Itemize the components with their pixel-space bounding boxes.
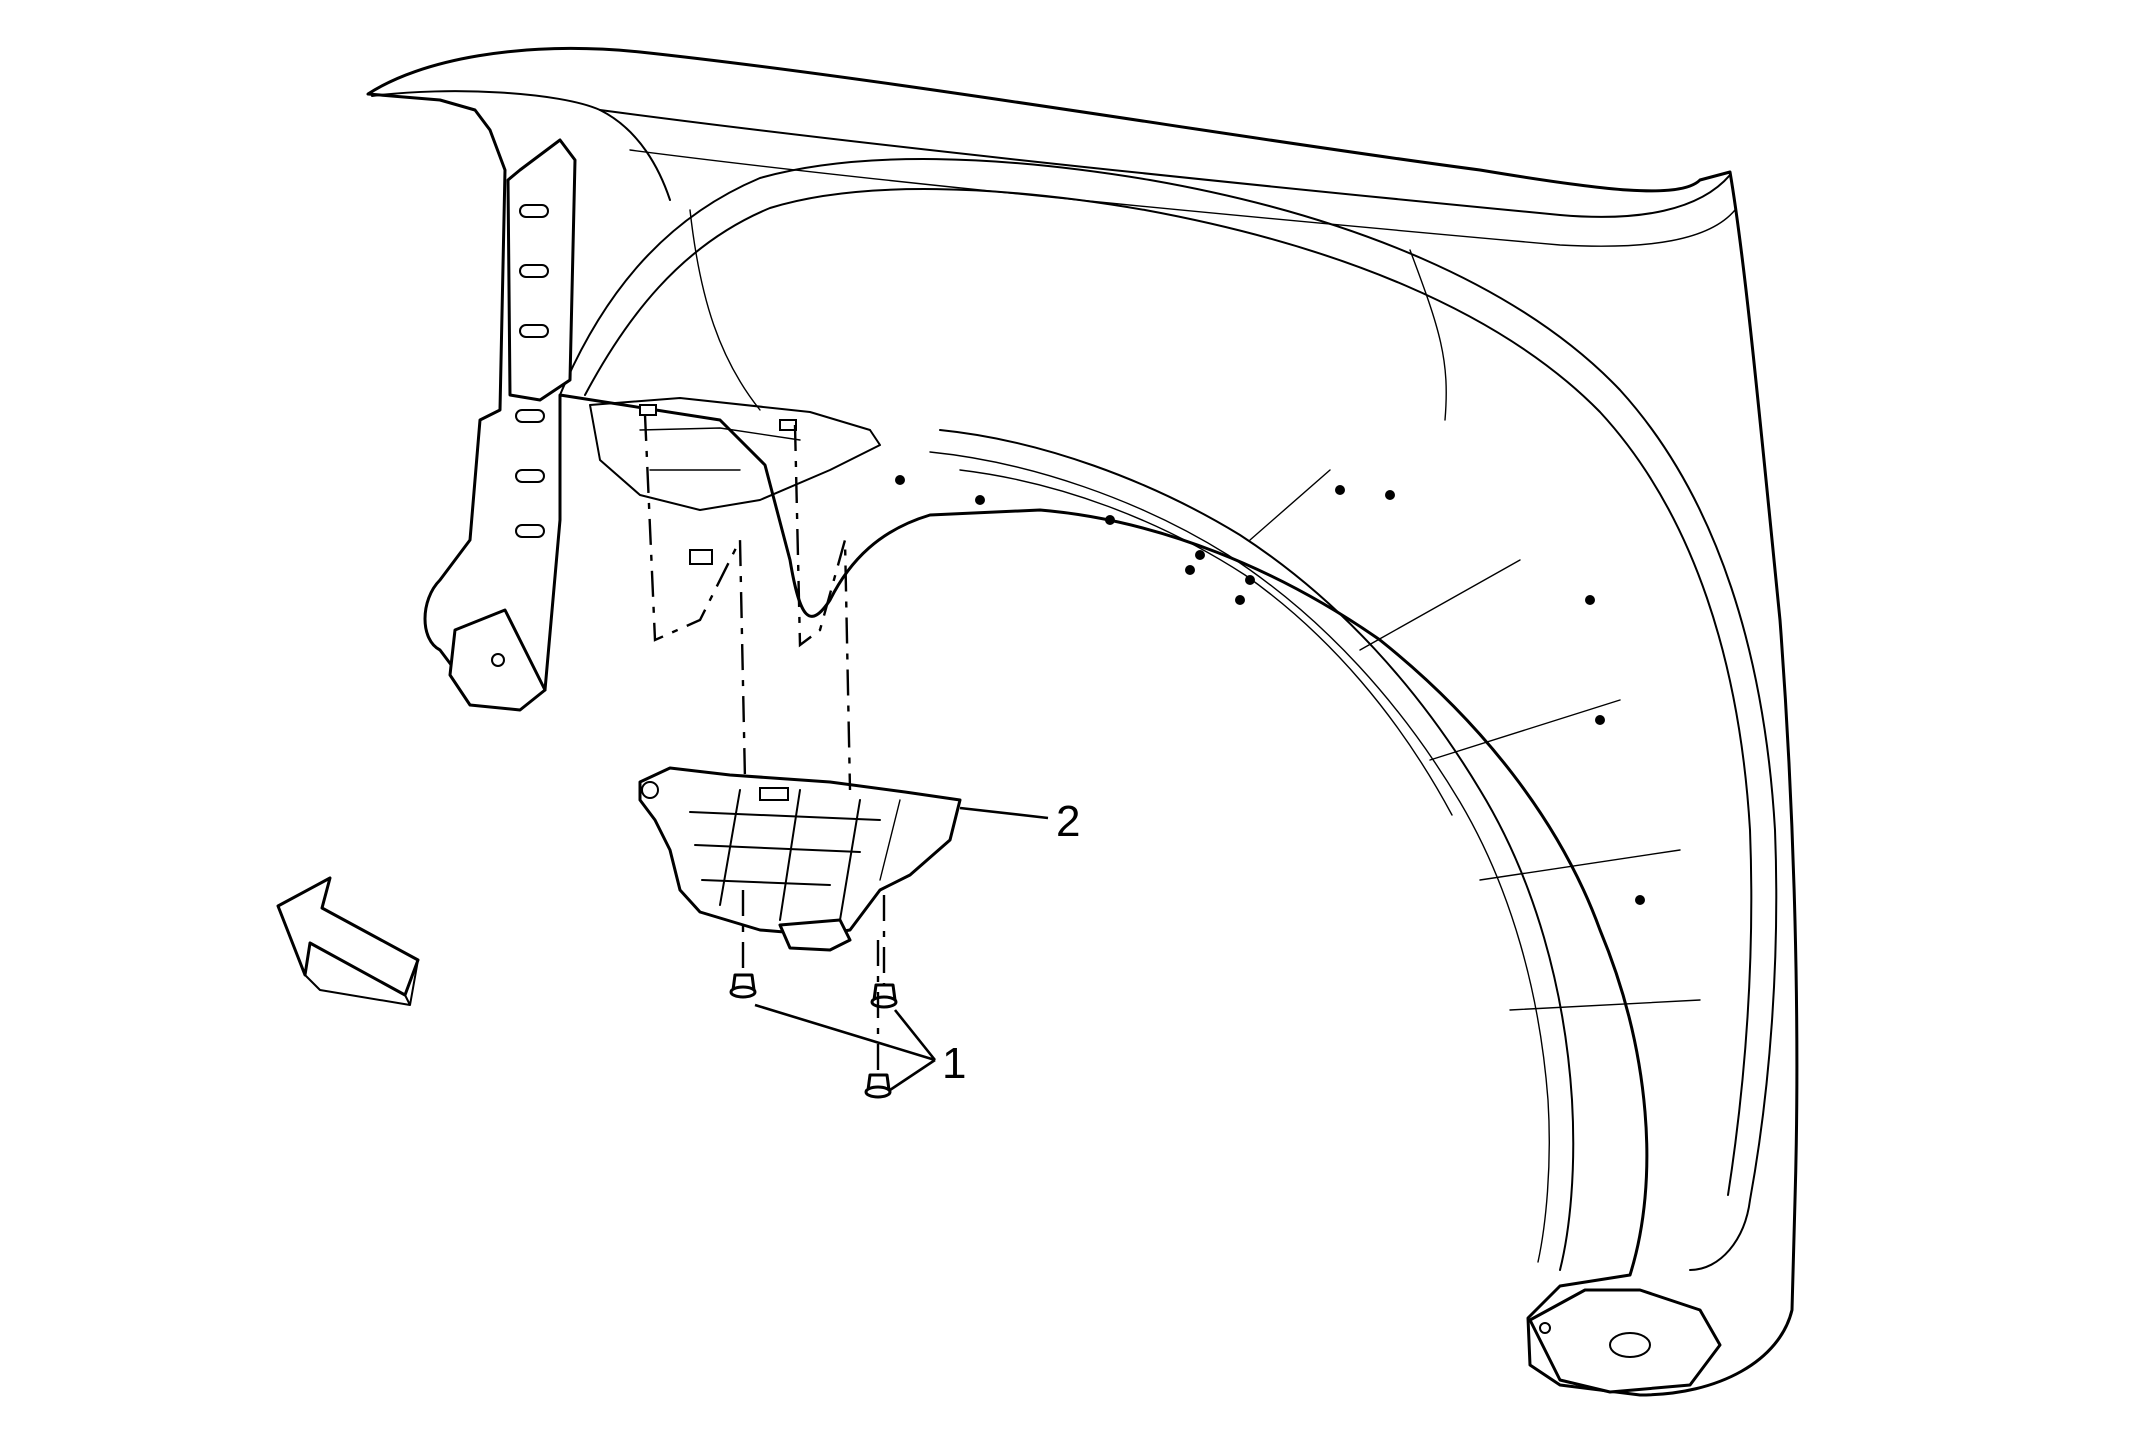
alignment-lines: [643, 414, 886, 1075]
fender-body-crease-2: [1409, 249, 1447, 421]
splash-shield-rib-7: [879, 799, 901, 881]
splash-shield-clip: [778, 918, 852, 952]
wheelhouse-seam-3: [959, 469, 1453, 816]
leader-line-2: [959, 806, 1049, 820]
fastener-2: [870, 983, 898, 1009]
apron-line-e: [1509, 999, 1701, 1011]
flange-slots: [515, 204, 549, 538]
inner-support-bracket-detail: [639, 427, 801, 471]
leader-line-1a: [754, 1003, 936, 1062]
callout-label-2: 2: [1056, 797, 1080, 846]
apron-line-c: [1429, 699, 1621, 761]
inner-support-bracket: [589, 397, 881, 511]
callout-label-1: 1: [942, 1039, 966, 1088]
alignment-line-right: [793, 424, 852, 791]
splash-shield-rib-5: [779, 789, 801, 921]
leader-line-1b: [893, 1009, 937, 1061]
splash-shield-rib-1: [689, 811, 881, 821]
rear-foot-hole: [1609, 1332, 1651, 1358]
fastener-1: [729, 973, 757, 999]
fender-top-crease-3: [629, 149, 1736, 247]
apron-line-a: [1249, 469, 1331, 541]
front-fender: [366, 47, 1799, 1397]
fender-outline: [366, 47, 1799, 1397]
splash-shield: [638, 766, 962, 952]
bracket-slot-right: [779, 419, 797, 431]
splash-shield-outline: [638, 766, 962, 937]
splash-shield-rib-4: [719, 789, 741, 906]
fender-body-crease: [689, 209, 761, 411]
fender-top-crease: [371, 90, 671, 201]
view-direction-arrow: [276, 876, 420, 997]
splash-shield-rib-2: [694, 844, 861, 853]
wheelhouse-seam-2: [929, 451, 1550, 1263]
bracket-slot-lower: [689, 549, 713, 565]
alignment-line-left: [643, 414, 747, 781]
fasteners: [729, 973, 898, 1099]
apron-line-d: [1479, 849, 1681, 881]
wheel-arch-outer-lip: [559, 158, 1778, 1271]
fender-top-crease-2: [599, 109, 1731, 218]
arrow-icon: [276, 876, 420, 1006]
view-direction-arrow-shadow: [304, 959, 419, 1006]
apron-line-b: [1359, 559, 1521, 651]
splash-shield-rib-6: [839, 799, 861, 921]
fastener-3: [864, 1073, 892, 1099]
shield-slot: [759, 787, 789, 801]
bracket-slot-left: [639, 404, 657, 416]
wheel-arch-outer-lip-2: [584, 188, 1753, 1196]
callout-2-group: 2: [959, 797, 1080, 846]
leader-line-1c: [889, 1058, 936, 1092]
wheelhouse-seam: [939, 429, 1575, 1271]
wheel-arch-holes: [895, 475, 1645, 905]
callout-1-group: 1: [754, 1003, 966, 1092]
